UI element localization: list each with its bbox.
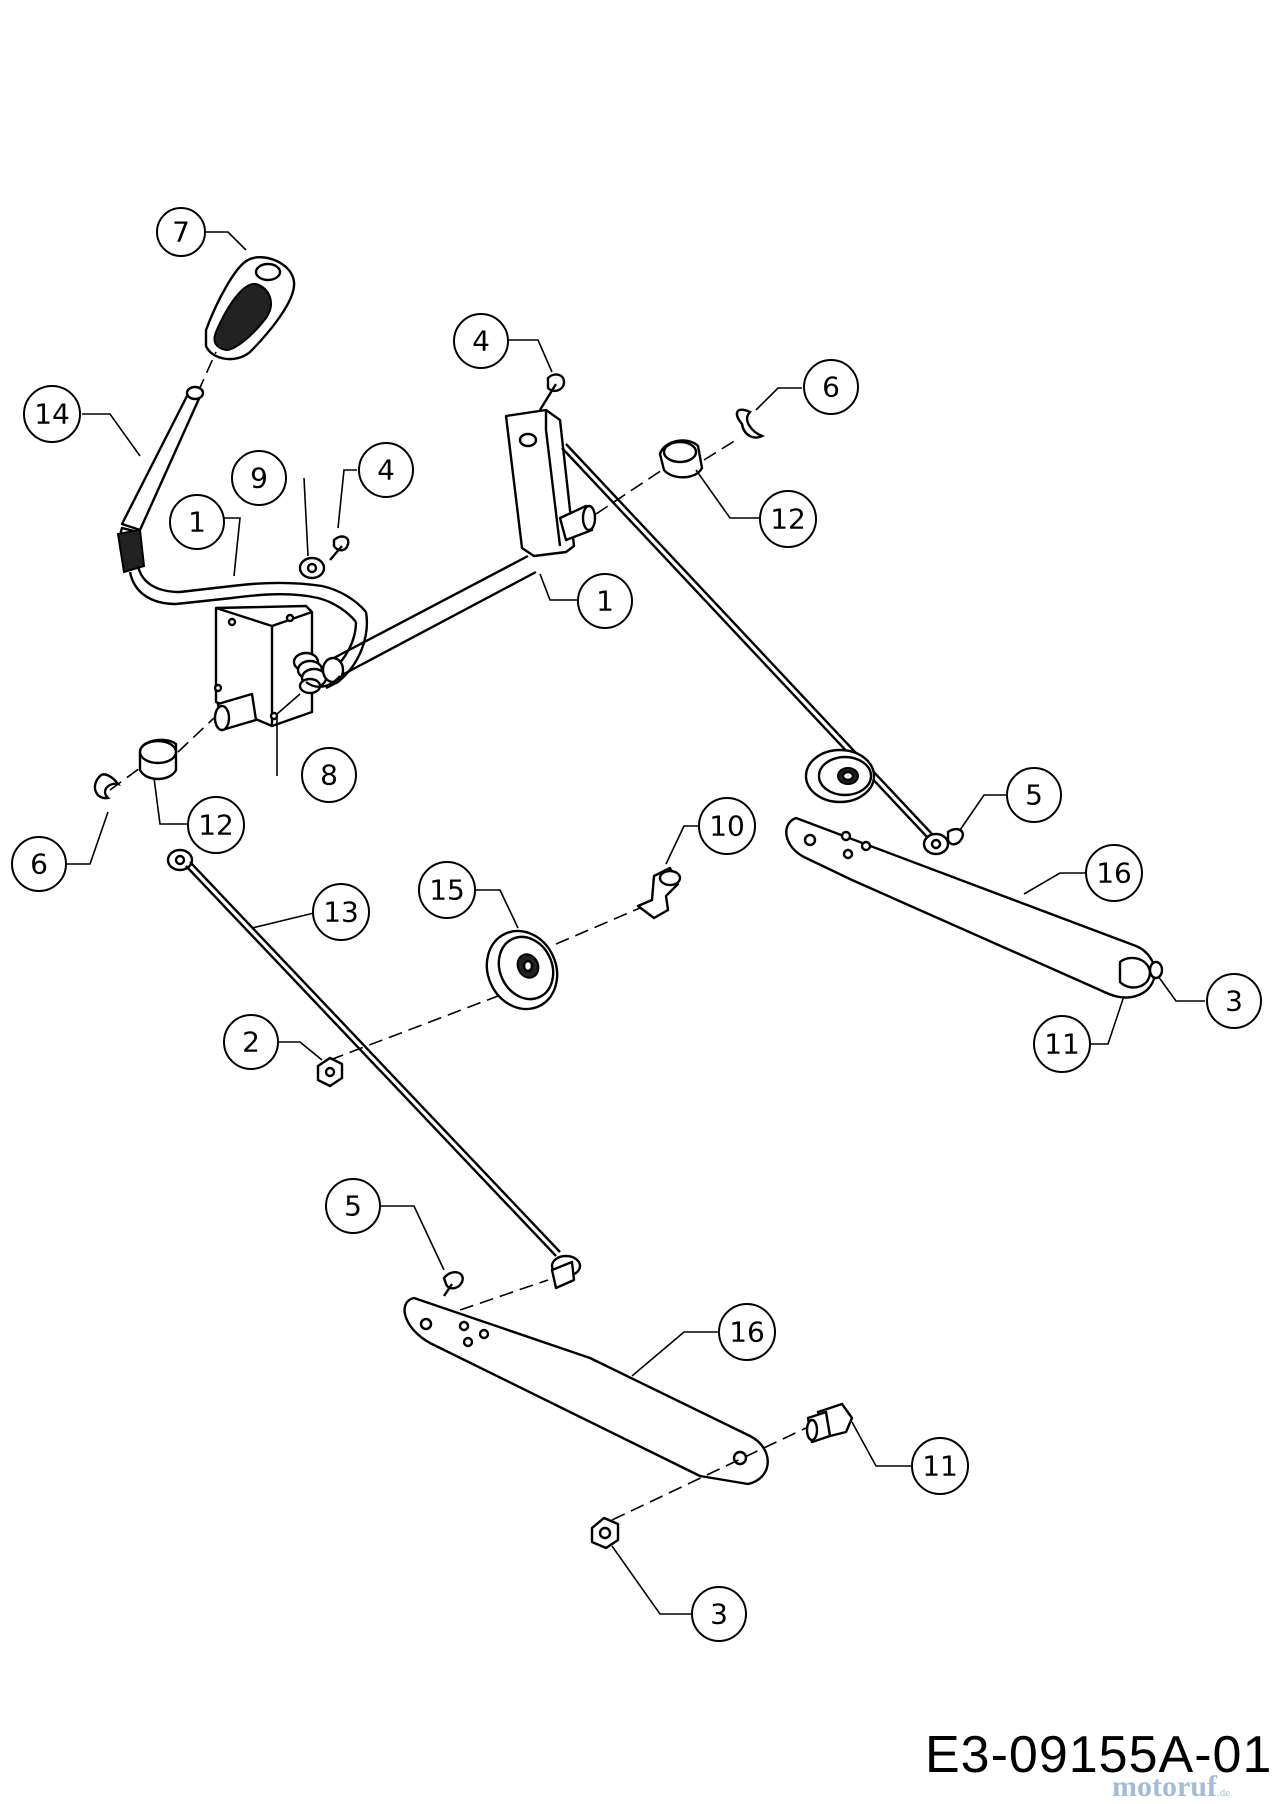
callout-label: 13 (323, 896, 359, 929)
watermark-suffix: .de (1216, 1787, 1231, 1799)
lift-rod-lower (166, 848, 582, 1290)
callout-label: 16 (729, 1316, 765, 1349)
leader-lines (63, 231, 1205, 1615)
callout-13: 13 (312, 883, 370, 941)
callout-4: 4 (453, 313, 509, 369)
callout-1: 1 (169, 494, 225, 550)
callout-label: 3 (1225, 985, 1243, 1018)
callout-8: 8 (301, 747, 357, 803)
bushing-left (138, 738, 178, 781)
callout-3: 3 (691, 1586, 747, 1642)
callout-label: 11 (1044, 1028, 1080, 1061)
callout-16: 16 (718, 1303, 776, 1361)
callout-12: 12 (187, 796, 245, 854)
callout-15: 15 (418, 861, 476, 919)
callout-12: 12 (759, 490, 817, 548)
rod-end-right (922, 827, 965, 856)
callout-label: 9 (250, 462, 268, 495)
callout-label: 10 (709, 810, 745, 843)
cotter-pin (538, 373, 566, 411)
lift-link-lower (403, 1296, 769, 1486)
idler-pulley (485, 929, 559, 1011)
lift-arm-plate (504, 408, 597, 558)
callout-2: 2 (223, 1014, 279, 1070)
parts-drawing (93, 256, 1164, 1550)
shoulder-bolt (636, 866, 682, 920)
callout-label: 4 (472, 325, 490, 358)
callout-label: 6 (822, 371, 840, 404)
callout-10: 10 (698, 797, 756, 855)
callout-label: 11 (922, 1450, 958, 1483)
callout-5: 5 (325, 1178, 381, 1234)
cross-shaft (305, 554, 537, 688)
watermark-logo: motoruf.de (1112, 1770, 1230, 1804)
hex-nut-lower (590, 1516, 620, 1550)
watermark-text: motoruf (1112, 1770, 1217, 1803)
callout-9: 9 (231, 450, 287, 506)
callout-14: 14 (23, 385, 81, 443)
callout-label: 16 (1096, 857, 1132, 890)
callout-label: 14 (34, 398, 70, 431)
callout-3: 3 (1206, 973, 1262, 1029)
bushing-right (658, 439, 704, 479)
shoulder-bolt-lower (805, 1402, 854, 1444)
callout-label: 2 (242, 1026, 260, 1059)
callout-16: 16 (1085, 844, 1143, 902)
pulley-upper (804, 748, 876, 804)
callout-label: 1 (188, 506, 206, 539)
callout-1: 1 (577, 573, 633, 629)
handle-grip (204, 256, 296, 361)
callout-6: 6 (11, 836, 67, 892)
callout-11: 11 (1033, 1015, 1091, 1073)
e-clip-right (735, 408, 765, 439)
hex-nut (316, 1056, 344, 1088)
callout-label: 5 (344, 1190, 362, 1223)
e-clip-left (93, 773, 121, 800)
spring (292, 651, 328, 695)
callout-label: 7 (172, 216, 190, 249)
callout-label: 6 (30, 848, 48, 881)
lift-link-right (785, 816, 1164, 999)
callout-label: 15 (429, 874, 465, 907)
callout-label: 8 (320, 759, 338, 792)
callout-6: 6 (803, 359, 859, 415)
callout-label: 12 (770, 503, 806, 536)
diagram-code: E3-09155A-01 (925, 1726, 1272, 1784)
callout-label: 3 (710, 1598, 728, 1631)
cotter-pin-lower (442, 1271, 464, 1297)
callout-label: 5 (1025, 779, 1043, 812)
callout-label: 12 (198, 809, 234, 842)
callout-label: 4 (377, 454, 395, 487)
pivot-bracket (213, 604, 314, 732)
callout-5: 5 (1006, 767, 1062, 823)
cotter-pin-small (329, 535, 350, 561)
callout-11: 11 (911, 1437, 969, 1495)
callout-4: 4 (358, 442, 414, 498)
callout-7: 7 (156, 207, 206, 257)
callout-label: 1 (596, 585, 614, 618)
